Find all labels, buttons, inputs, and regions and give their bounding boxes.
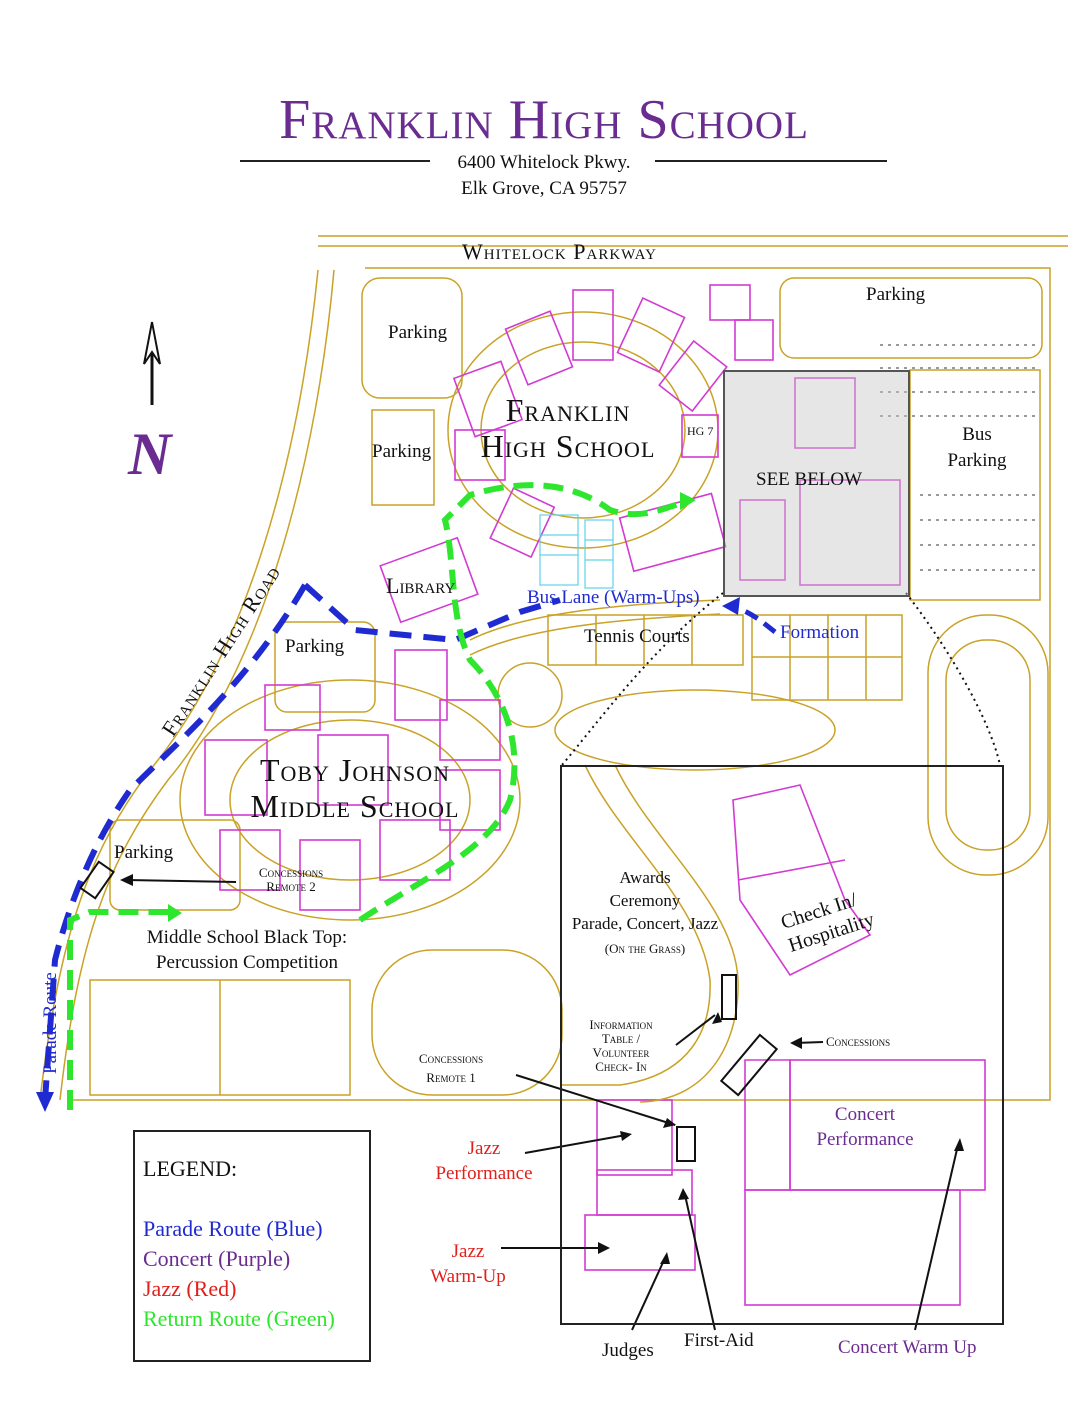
inset-connector-right — [905, 592, 1001, 766]
middle-school-label: Toby Johnson Middle School — [220, 752, 490, 824]
bus-parking-label: Bus Parking — [945, 424, 1009, 472]
title-rule-left — [240, 160, 430, 162]
judges-label: Judges — [602, 1340, 654, 1361]
see-below-label: SEE BELOW — [756, 469, 863, 490]
concessions-remote2-marker — [79, 860, 115, 900]
remote1-marker — [676, 1126, 696, 1162]
page-title: Franklin High School — [279, 89, 809, 151]
legend-box: LEGEND: Parade Route (Blue) Concert (Pur… — [133, 1130, 371, 1362]
parking-label: Parking — [866, 284, 926, 305]
remote1-line2: Remote 1 — [426, 1070, 476, 1085]
awards-line3: Parade, Concert, Jazz — [571, 914, 719, 933]
bus-parking-line2: Parking — [947, 450, 1007, 471]
info-line3: Volunteer — [592, 1045, 650, 1060]
concessions-remote2-label: Concessions Remote 2 — [238, 866, 344, 894]
concessions-remote2-line1: Concessions — [258, 865, 324, 880]
bus-lane-label: Bus Lane (Warm-Ups) — [527, 587, 700, 608]
parking-label: Parking — [285, 636, 345, 657]
hg7-label: HG 7 — [687, 424, 714, 438]
concert-line1: Concert — [834, 1104, 896, 1125]
concert-line2: Performance — [816, 1129, 914, 1150]
awards-line4: (On the Grass) — [604, 941, 686, 956]
whitelock-parkway-label: Whitelock Parkway — [462, 239, 657, 264]
concert-performance-label: Concert Performance — [800, 1102, 930, 1152]
jazz-performance-label: Jazz Performance — [428, 1136, 540, 1186]
jazz-warm-line1: Jazz — [451, 1241, 485, 1262]
black-top-line1: Middle School Black Top: — [146, 927, 348, 948]
legend-jazz: Jazz (Red) — [143, 1276, 237, 1301]
legend-return: Return Route (Green) — [143, 1306, 335, 1331]
black-top-line2: Percussion Competition — [155, 952, 339, 973]
inset-map — [560, 765, 1004, 1325]
return-route — [67, 482, 691, 1110]
jazz-warm-line2: Warm-Up — [430, 1266, 506, 1287]
concert-warmup-label: Concert Warm Up — [838, 1337, 977, 1358]
library-label: Library — [386, 573, 456, 598]
north-arrow-icon — [143, 321, 161, 405]
parade-route-label: Parade Route — [40, 972, 61, 1074]
awards-line2: Ceremony — [609, 891, 681, 910]
legend-concert: Concert (Purple) — [143, 1246, 291, 1271]
bus-parking-line1: Bus — [962, 424, 992, 445]
concessions-remote1-label: Concessions Remote 1 — [398, 1052, 504, 1085]
info-line1: Information — [589, 1017, 653, 1032]
address-line-1: 6400 Whitelock Pkwy. — [457, 152, 631, 173]
concessions-remote2-line2: Remote 2 — [266, 879, 316, 894]
high-school-label: Franklin High School — [460, 392, 676, 464]
info-table-label: Information Table / Volunteer Check- In — [566, 1018, 676, 1074]
info-line2: Table / — [601, 1031, 641, 1046]
jazz-perf-line1: Jazz — [467, 1138, 501, 1159]
middle-school-line1: Toby Johnson — [259, 752, 451, 788]
whitelock-road-edge — [318, 235, 1068, 247]
concessions-marker — [719, 1033, 779, 1097]
parking-label: Parking — [114, 842, 174, 863]
info-line4: Check- In — [595, 1059, 647, 1074]
black-top-label: Middle School Black Top: Percussion Comp… — [134, 925, 360, 975]
parade-arrow-icon — [36, 1092, 54, 1112]
return-arrow-icon — [168, 904, 182, 922]
high-school-line2: High School — [480, 428, 656, 464]
first-aid-label: First-Aid — [684, 1330, 754, 1351]
jazz-perf-line2: Performance — [435, 1163, 533, 1184]
parking-label: Parking — [372, 441, 432, 462]
awards-ceremony-label: Awards Ceremony Parade, Concert, Jazz (O… — [560, 866, 730, 960]
concessions-label: Concessions — [826, 1034, 891, 1049]
parking-label: Parking — [388, 322, 448, 343]
formation-label: Formation — [780, 622, 860, 643]
address-line-2: Elk Grove, CA 95757 — [461, 178, 627, 199]
tennis-courts-label: Tennis Courts — [584, 626, 690, 647]
info-table-marker — [721, 974, 737, 1020]
remote1-line1: Concessions — [418, 1051, 484, 1066]
franklin-road-edge — [39, 269, 319, 1101]
legend-parade: Parade Route (Blue) — [143, 1216, 323, 1241]
middle-school-line2: Middle School — [250, 788, 460, 824]
title-rule-right — [655, 160, 887, 162]
north-label: N — [128, 421, 172, 487]
parade-route — [42, 582, 561, 1101]
high-school-line1: Franklin — [505, 392, 631, 428]
jazz-warmup-label: Jazz Warm-Up — [424, 1239, 512, 1289]
see-below-area — [723, 370, 910, 597]
awards-line1: Awards — [619, 868, 671, 887]
legend-heading: LEGEND: — [143, 1156, 238, 1181]
